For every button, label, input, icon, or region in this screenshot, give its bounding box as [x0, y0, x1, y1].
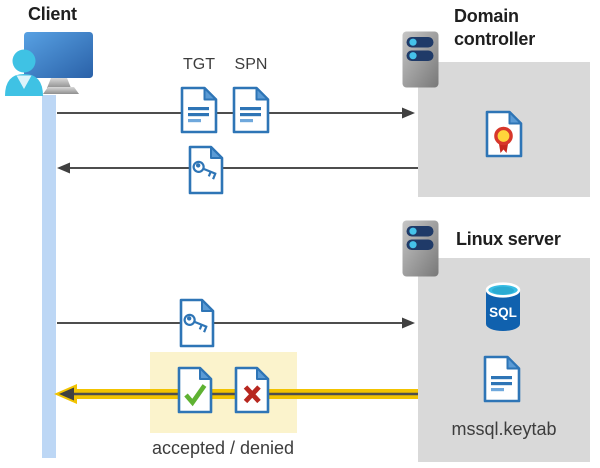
linux-server-label: Linux server	[456, 229, 561, 249]
keytab-label: mssql.keytab	[451, 419, 557, 439]
sql-database-icon: SQL	[485, 282, 521, 331]
key-document-icon-linux	[179, 298, 215, 348]
tgt-document-icon	[180, 86, 218, 134]
arrow-right-tgt-spn-icon	[57, 107, 415, 119]
accepted-document-icon	[177, 366, 213, 414]
arrow-right-ticket-icon	[57, 317, 415, 329]
denied-document-icon	[234, 366, 270, 414]
sql-label: SQL	[489, 305, 517, 320]
arrow-left-ticket-icon	[57, 162, 418, 174]
client-label: Client	[28, 4, 77, 24]
key-document-icon-dc	[188, 145, 224, 195]
client-timeline-bar	[42, 95, 56, 458]
spn-label: SPN	[234, 56, 268, 73]
certificate-document-icon	[485, 110, 523, 158]
spn-document-icon	[232, 86, 270, 134]
keytab-document-icon	[483, 355, 521, 403]
result-label: accepted / denied	[151, 438, 295, 458]
domain-controller-label: Domain controller	[454, 6, 536, 50]
client-device-icon	[5, 32, 93, 96]
domain-controller-server-icon	[402, 31, 439, 88]
linux-server-icon	[402, 220, 439, 277]
tgt-label: TGT	[183, 56, 215, 73]
